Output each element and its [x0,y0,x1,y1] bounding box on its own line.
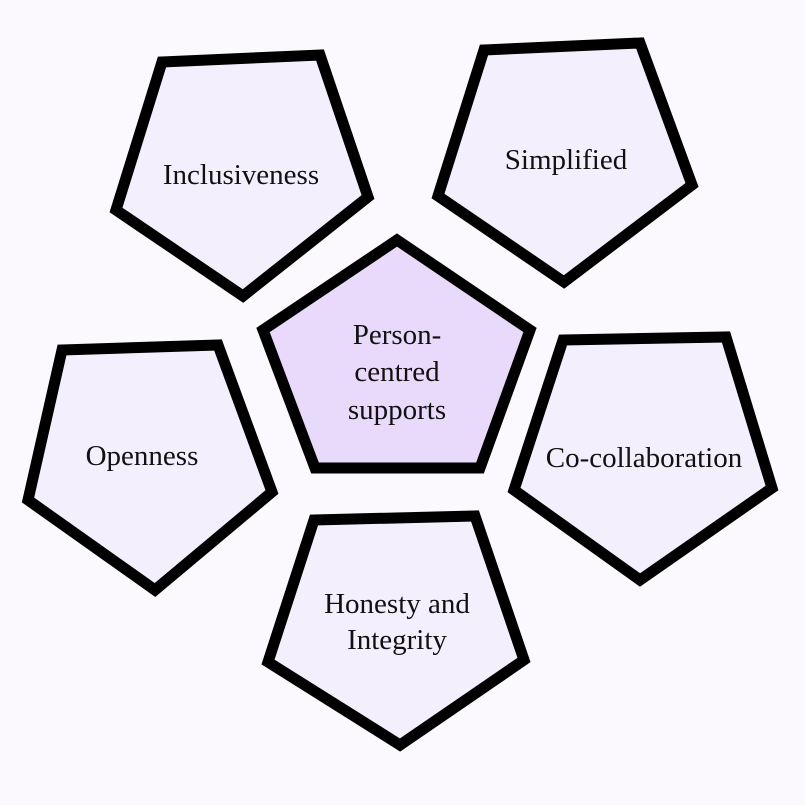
simplified-pentagon [431,37,699,289]
value-co-collaboration: Co-collaboration [507,331,779,587]
honesty-label-line2: Integrity [347,624,447,656]
honesty-integrity-pentagon [261,510,531,752]
value-openness: Openness [21,339,279,597]
co-collaboration-label: Co-collaboration [546,442,743,474]
openness-label: Openness [86,440,199,472]
co-collaboration-pentagon [507,331,779,587]
center-value: Person- centred supports [256,233,537,474]
honesty-label-line1: Honesty and [324,588,470,620]
inclusiveness-pentagon [109,49,375,303]
value-honesty-integrity: Honesty and Integrity [261,510,531,752]
value-simplified: Simplified [431,37,699,289]
openness-pentagon [21,339,279,597]
center-label-line3: supports [348,394,446,426]
center-label-line1: Person- [353,319,442,351]
inclusiveness-label: Inclusiveness [163,159,319,191]
center-label-line2: centred [354,356,440,388]
center-pentagon [256,233,537,474]
simplified-label: Simplified [505,144,628,176]
value-inclusiveness: Inclusiveness [109,49,375,303]
